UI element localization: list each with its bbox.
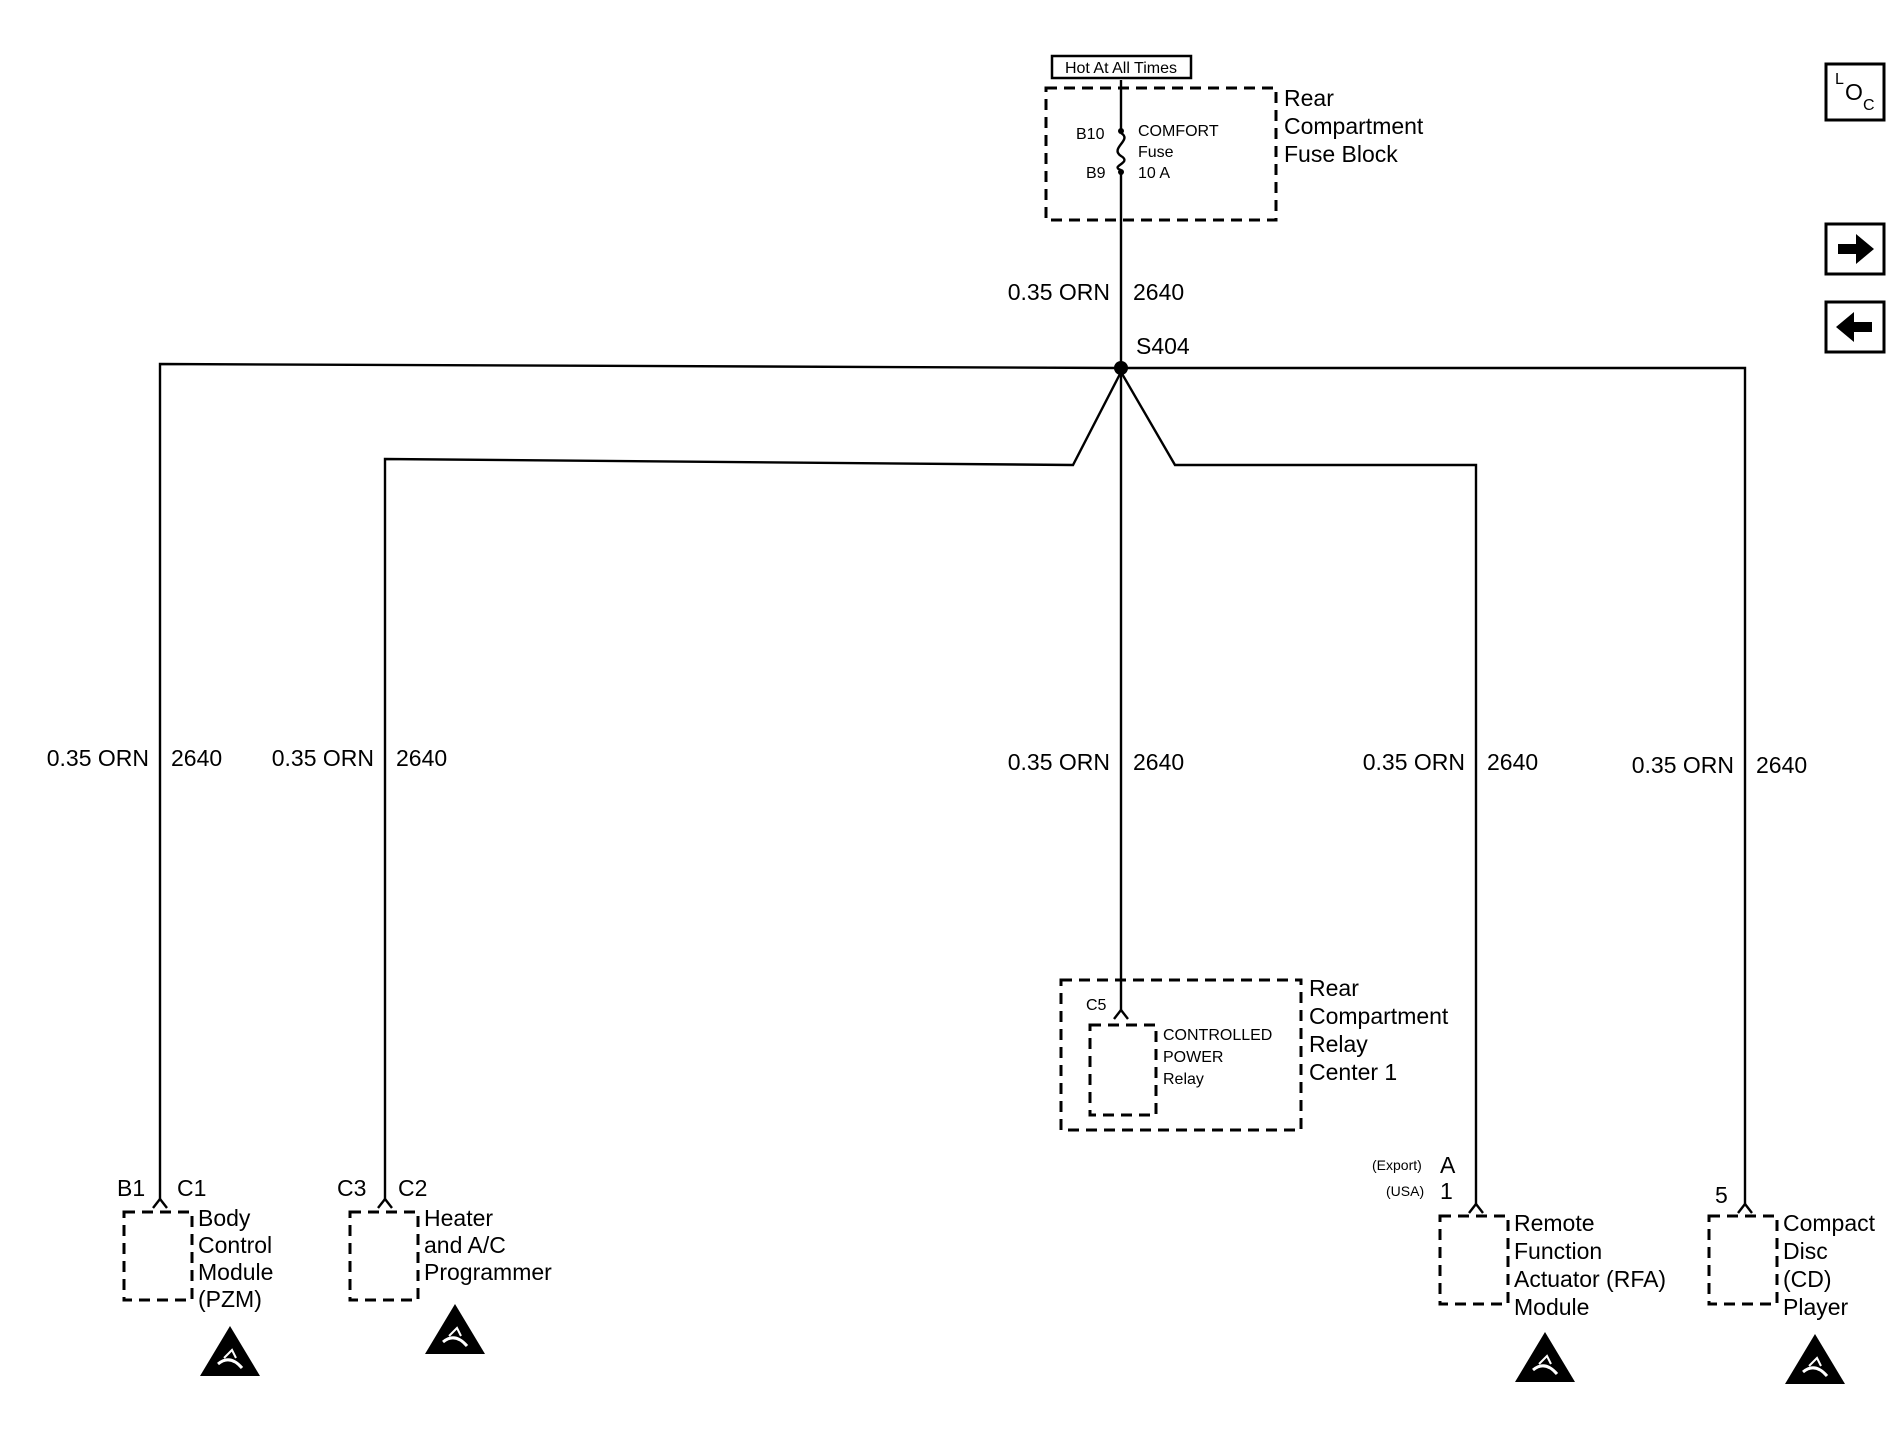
fuse-label-3: 10 A bbox=[1138, 165, 1170, 182]
rfa-module: (Export) A (USA) 1 Remote Function Actua… bbox=[1372, 1152, 1666, 1382]
cd-wire-circuit: 2640 bbox=[1756, 752, 1807, 778]
pin-b9: B9 bbox=[1086, 165, 1106, 182]
cd-name-3: (CD) bbox=[1783, 1266, 1832, 1292]
hvac-name-2: and A/C bbox=[424, 1232, 506, 1258]
svg-text:C: C bbox=[1863, 97, 1875, 114]
outer-bus bbox=[158, 362, 1747, 1205]
rfa-terminal bbox=[1468, 1202, 1484, 1214]
bcm-connector: C1 bbox=[177, 1175, 206, 1201]
rfa-pin-export-note: (Export) bbox=[1372, 1157, 1422, 1173]
svg-text:O: O bbox=[1845, 79, 1863, 105]
rfa-name-4: Module bbox=[1514, 1294, 1589, 1320]
cd-name-4: Player bbox=[1783, 1294, 1849, 1320]
hvac-name-1: Heater bbox=[424, 1205, 493, 1231]
relay-label-1: CONTROLLED bbox=[1163, 1027, 1272, 1044]
rfa-name-2: Function bbox=[1514, 1238, 1602, 1264]
arrow-right-icon[interactable] bbox=[1824, 222, 1886, 276]
bcm-wire-gauge: 0.35 ORN bbox=[47, 745, 149, 771]
rfa-pin-export: A bbox=[1440, 1152, 1456, 1178]
heater-ac-programmer: C3 C2 Heater and A/C Programmer bbox=[337, 1175, 552, 1354]
hvac-branch bbox=[383, 371, 1123, 1200]
esd-warning-icon bbox=[1785, 1334, 1845, 1384]
bcm-name-4: (PZM) bbox=[198, 1286, 262, 1312]
rfa-pin-usa: 1 bbox=[1440, 1178, 1453, 1204]
hot-at-all-times-label: Hot At All Times bbox=[1050, 54, 1193, 80]
relay-center-name-4: Center 1 bbox=[1309, 1059, 1397, 1085]
esd-warning-icon bbox=[1515, 1332, 1575, 1382]
relay-center-name-1: Rear bbox=[1309, 975, 1359, 1001]
arrow-left-icon[interactable] bbox=[1824, 300, 1886, 354]
hvac-terminal bbox=[377, 1197, 393, 1209]
relay-center-name-2: Compartment bbox=[1309, 1003, 1449, 1029]
svg-text:Hot At All Times: Hot At All Times bbox=[1065, 60, 1177, 77]
fuse-block-name-2: Compartment bbox=[1284, 113, 1424, 139]
bcm-pin: B1 bbox=[117, 1175, 145, 1201]
fuse-block-name-3: Fuse Block bbox=[1284, 141, 1398, 167]
bcm-terminal bbox=[152, 1197, 168, 1209]
fuse-terminal-in bbox=[1118, 128, 1124, 134]
connector-c5-terminal bbox=[1113, 1008, 1129, 1020]
rear-compartment-fuse-block: Rear Compartment Fuse Block B10 B9 COMFO… bbox=[1044, 80, 1424, 222]
cd-wire-gauge: 0.35 ORN bbox=[1632, 752, 1734, 778]
svg-text:L: L bbox=[1835, 71, 1844, 88]
cd-name-2: Disc bbox=[1783, 1238, 1828, 1264]
fuse-label-1: COMFORT bbox=[1138, 123, 1219, 140]
feed-wire-circuit: 2640 bbox=[1133, 279, 1184, 305]
rfa-name-1: Remote bbox=[1514, 1210, 1595, 1236]
esd-warning-icon bbox=[425, 1304, 485, 1354]
fuse-block-name-1: Rear bbox=[1284, 85, 1334, 111]
fuse-icon bbox=[1116, 131, 1126, 172]
hvac-wire-circuit: 2640 bbox=[396, 745, 447, 771]
relay-label-3: Relay bbox=[1163, 1071, 1204, 1088]
cd-player: 5 Compact Disc (CD) Player bbox=[1707, 1182, 1876, 1384]
rfa-pin-usa-note: (USA) bbox=[1386, 1183, 1424, 1199]
cd-name-1: Compact bbox=[1783, 1210, 1876, 1236]
location-icon[interactable]: L O C bbox=[1824, 62, 1886, 122]
relay-wire-gauge: 0.35 ORN bbox=[1008, 749, 1110, 775]
splice-label: S404 bbox=[1136, 333, 1190, 359]
cd-pin: 5 bbox=[1715, 1182, 1728, 1208]
bcm-name-3: Module bbox=[198, 1259, 273, 1285]
rear-compartment-relay-center-1: C5 CONTROLLED POWER Relay Rear Compartme… bbox=[1059, 975, 1449, 1132]
relay-wire-circuit: 2640 bbox=[1133, 749, 1184, 775]
bcm-name-2: Control bbox=[198, 1232, 272, 1258]
relay-center-name-3: Relay bbox=[1309, 1031, 1368, 1057]
rfa-wire-gauge: 0.35 ORN bbox=[1363, 749, 1465, 775]
rfa-name-3: Actuator (RFA) bbox=[1514, 1266, 1666, 1292]
hvac-connector: C2 bbox=[398, 1175, 427, 1201]
bcm-name-1: Body bbox=[198, 1205, 251, 1231]
connector-c5: C5 bbox=[1086, 997, 1107, 1014]
relay-label-2: POWER bbox=[1163, 1049, 1223, 1066]
hvac-name-3: Programmer bbox=[424, 1259, 552, 1285]
pin-b10: B10 bbox=[1076, 126, 1105, 143]
cd-terminal bbox=[1737, 1202, 1753, 1214]
hvac-wire-gauge: 0.35 ORN bbox=[272, 745, 374, 771]
hvac-pin: C3 bbox=[337, 1175, 366, 1201]
bcm-wire-circuit: 2640 bbox=[171, 745, 222, 771]
rfa-wire-circuit: 2640 bbox=[1487, 749, 1538, 775]
esd-warning-icon bbox=[200, 1326, 260, 1376]
body-control-module: B1 C1 Body Control Module (PZM) bbox=[117, 1175, 273, 1376]
fuse-label-2: Fuse bbox=[1138, 144, 1174, 161]
rfa-branch bbox=[1119, 371, 1478, 1205]
feed-wire-gauge: 0.35 ORN bbox=[1008, 279, 1110, 305]
